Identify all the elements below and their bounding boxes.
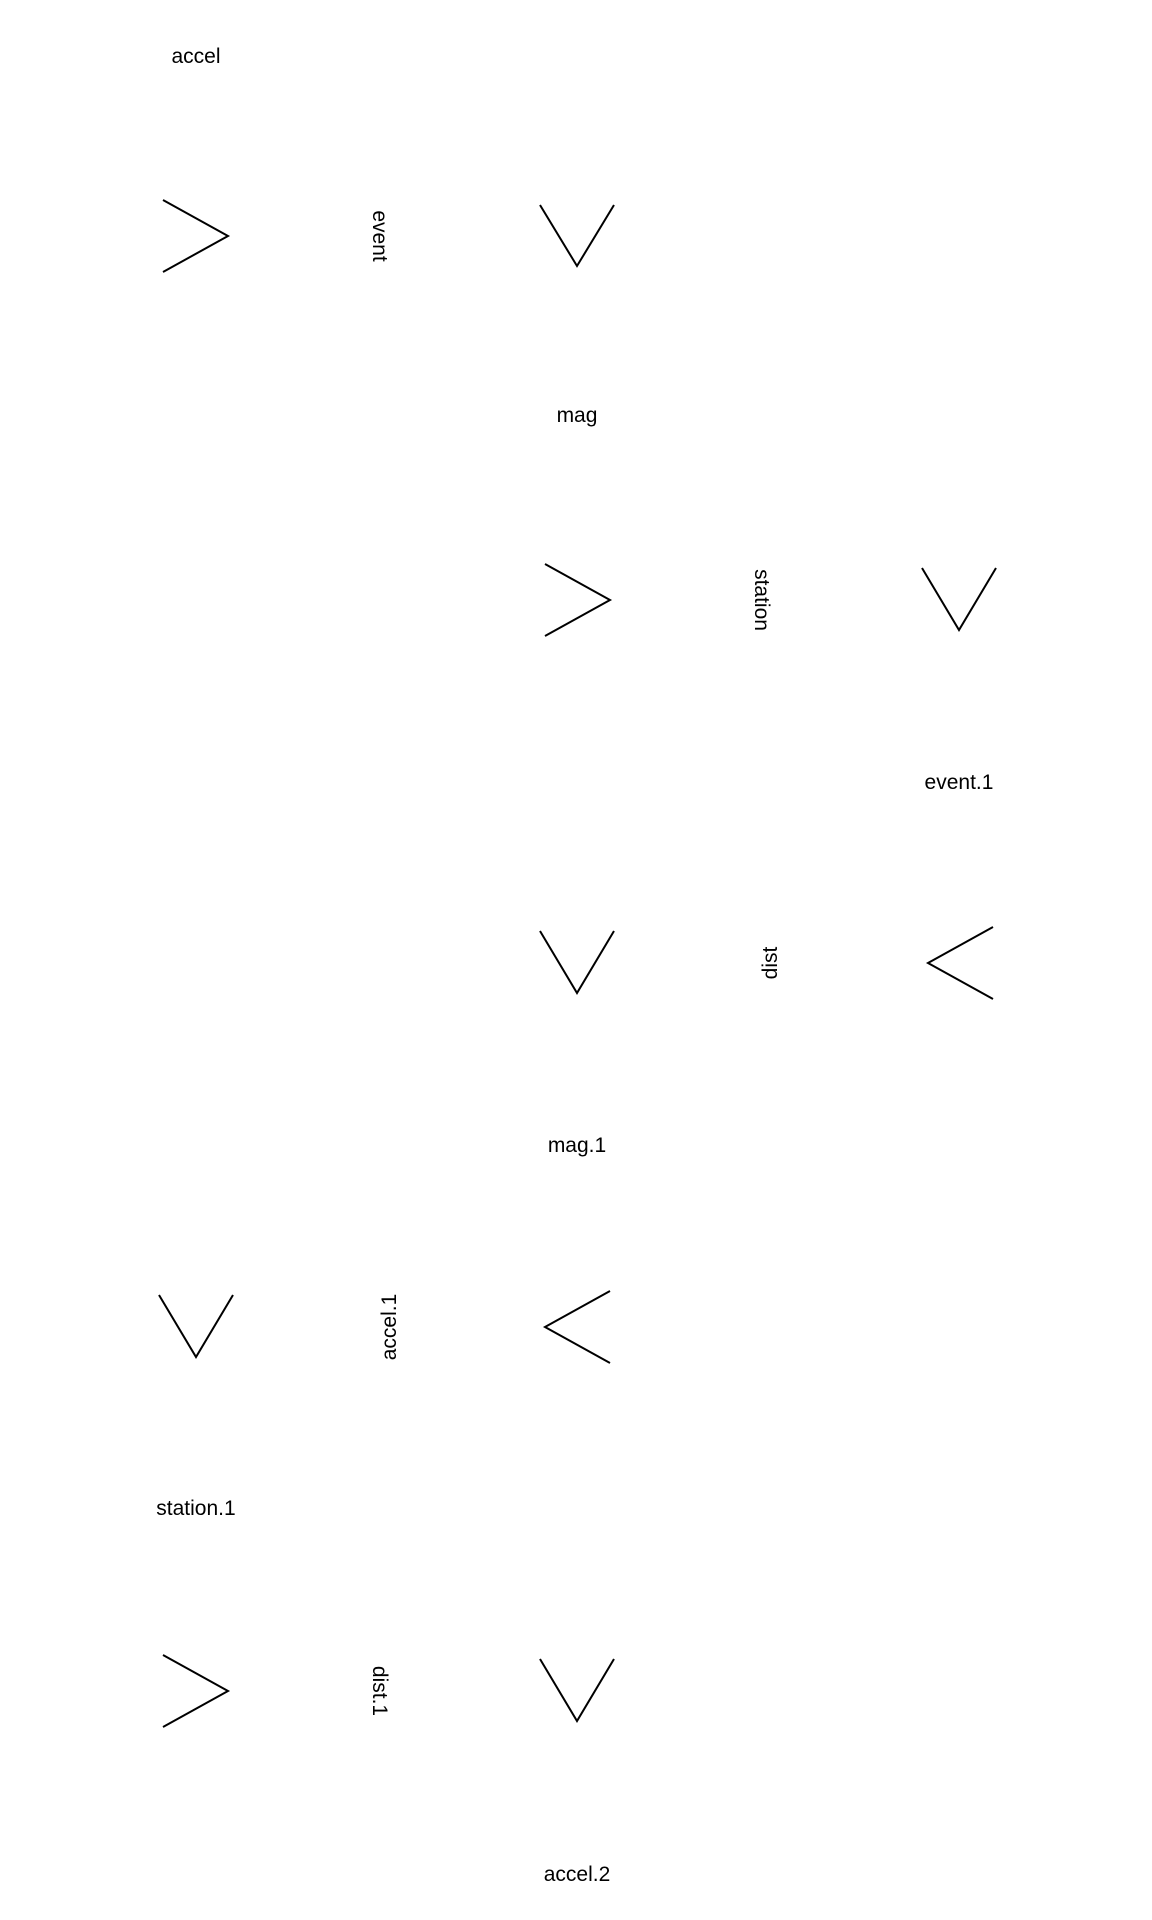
node-label-mag-1: mag.1 xyxy=(548,1134,606,1157)
node-label-event: event xyxy=(368,210,391,262)
node-label-dist: dist xyxy=(759,946,782,979)
chevron-down-icon xyxy=(158,1294,234,1359)
chevron-left-icon xyxy=(925,926,994,1000)
node-label-mag: mag xyxy=(557,404,598,427)
chevron-right-icon xyxy=(544,563,613,637)
chevron-right-icon xyxy=(162,199,231,273)
chevron-down-icon xyxy=(539,204,615,268)
chevron-down-icon xyxy=(539,930,615,995)
node-label-accel-2: accel.2 xyxy=(544,1863,611,1886)
chevron-left-icon xyxy=(542,1290,611,1364)
chevron-right-icon xyxy=(162,1654,231,1728)
node-label-event-1: event.1 xyxy=(925,771,994,794)
node-label-station-1: station.1 xyxy=(156,1497,235,1520)
node-label-accel-1: accel.1 xyxy=(378,1294,401,1361)
node-label-station: station xyxy=(750,569,773,631)
chevron-down-icon xyxy=(921,567,997,632)
node-label-accel: accel xyxy=(171,45,220,68)
chevron-down-icon xyxy=(539,1658,615,1723)
node-label-dist-1: dist.1 xyxy=(368,1666,391,1716)
